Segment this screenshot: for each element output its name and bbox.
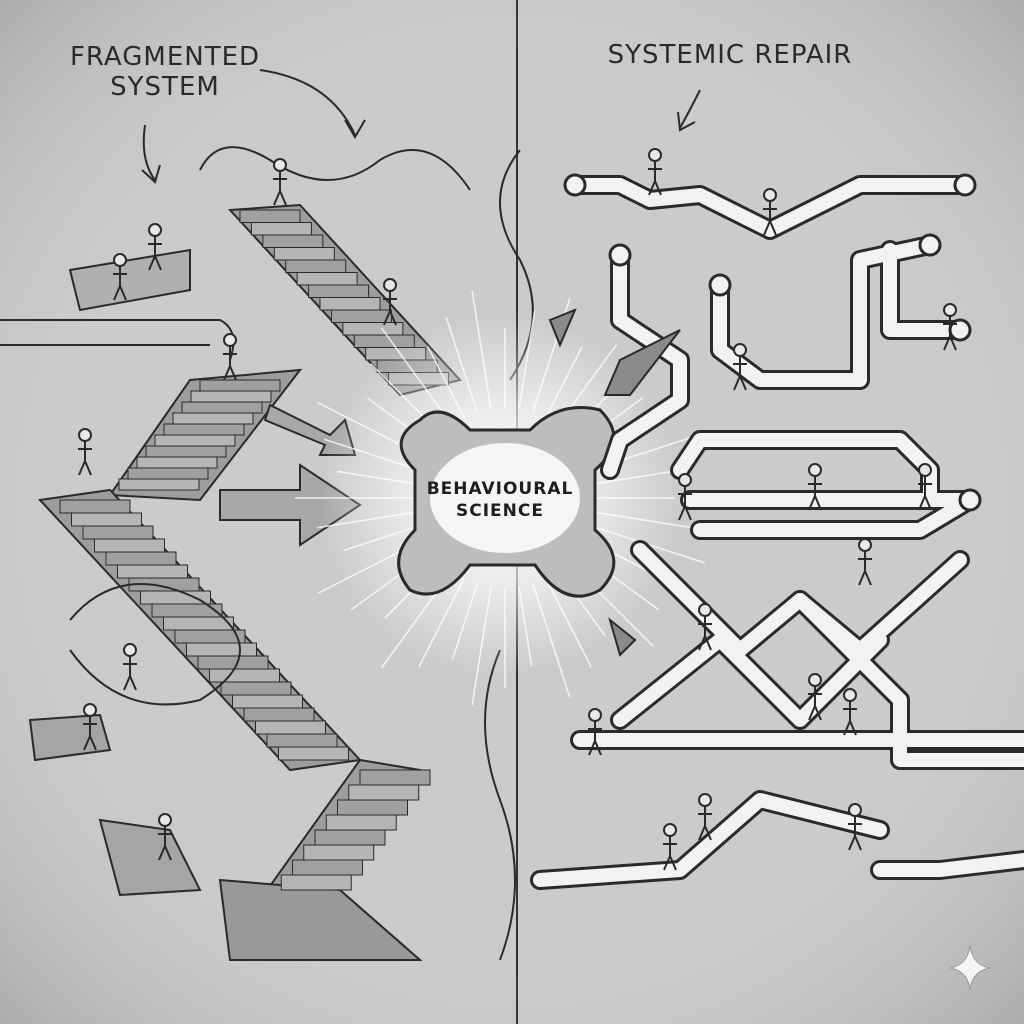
stair-step <box>118 478 200 491</box>
stair-step <box>359 769 431 786</box>
stick-figure-icon <box>383 278 397 326</box>
glow-ray <box>545 577 592 668</box>
systemic-repair-label: SYSTEMIC REPAIR <box>607 40 853 70</box>
stair-step <box>190 390 272 403</box>
stair-step <box>262 234 324 248</box>
behavioural-science-label: BEHAVIOURAL SCIENCE <box>426 479 574 521</box>
stair-step <box>319 297 381 311</box>
stair-step <box>330 309 392 323</box>
stair-steps <box>59 209 450 891</box>
stair-step <box>220 681 292 696</box>
stair-step <box>308 284 370 298</box>
stair-step <box>243 707 315 722</box>
stair-step <box>163 423 245 436</box>
stick-figure-icon <box>78 428 92 476</box>
stick-figure-icon <box>843 688 857 736</box>
stair-step <box>163 616 234 631</box>
glow-ray <box>532 583 571 698</box>
glow-ray <box>324 438 420 471</box>
stick-figure-icon <box>148 223 162 271</box>
stick-figure-icon <box>273 158 287 206</box>
stair-step <box>117 564 188 579</box>
glow-ray <box>471 290 492 410</box>
stair-step <box>348 784 420 801</box>
stair-step <box>209 668 280 683</box>
inward-arrows <box>548 308 681 657</box>
stick-figure-icon <box>663 823 677 871</box>
stick-figure-icon <box>733 343 747 391</box>
stick-figure-icon <box>808 463 822 511</box>
glow-ray <box>336 470 417 485</box>
stick-figure-icon <box>858 538 872 586</box>
stair-step <box>292 859 363 876</box>
stair-step <box>172 412 254 425</box>
stair-step <box>197 655 269 670</box>
glow-ray <box>518 310 536 410</box>
stair-step <box>59 499 131 514</box>
stair-step <box>145 445 227 458</box>
glow-ray <box>380 327 453 426</box>
stick-figure-icon <box>918 463 932 511</box>
stick-figure-icon <box>588 708 602 756</box>
stick-figure-icon <box>123 643 137 691</box>
stair-step <box>82 525 154 540</box>
glow-ray <box>593 470 674 485</box>
glow-ray <box>317 511 417 529</box>
stair-step <box>239 209 301 223</box>
stair-step <box>280 874 352 891</box>
glow-ray <box>427 346 465 419</box>
stair-step <box>105 551 177 566</box>
stick-figure-icon <box>648 148 662 196</box>
stair-step <box>140 590 211 605</box>
stair-step <box>325 814 397 831</box>
stick-figure-icon <box>763 188 777 236</box>
stair-step <box>273 247 335 261</box>
annotation-arrows <box>141 69 701 184</box>
stair-step <box>337 799 408 816</box>
stair-step <box>314 829 386 846</box>
glow-ray <box>593 511 693 529</box>
stair-step <box>250 222 312 236</box>
stair-step <box>266 733 338 748</box>
glow-ray <box>445 317 478 413</box>
stair-step <box>151 603 223 618</box>
stick-figure-icon <box>698 793 712 841</box>
stair-step <box>136 456 218 469</box>
glow-ray <box>471 586 492 706</box>
stick-figure-icon <box>698 603 712 651</box>
glow-ray <box>545 346 583 419</box>
glow-ray <box>418 577 465 668</box>
stair-step <box>71 512 142 527</box>
pipe-nodes <box>563 173 982 512</box>
fragmented-system-label: FRAGMENTED SYSTEM <box>69 42 261 102</box>
stair-step <box>303 844 375 861</box>
stick-figures <box>78 148 957 871</box>
stair-step <box>94 538 165 553</box>
stair-step <box>181 401 263 414</box>
glow-ray <box>518 586 533 667</box>
stick-figure-icon <box>223 333 237 381</box>
stick-figure-icon <box>678 473 692 521</box>
stair-step <box>342 322 404 336</box>
stair-step <box>127 467 209 480</box>
stair-step <box>199 379 281 392</box>
sparkle-icon <box>949 944 991 991</box>
stick-figure-icon <box>848 803 862 851</box>
glow-ray <box>343 525 420 552</box>
stair-step <box>232 694 303 709</box>
stair-step <box>186 642 257 657</box>
stick-figure-icon <box>113 253 127 301</box>
stick-figure-icon <box>83 703 97 751</box>
stair-step <box>285 259 347 273</box>
stair-step <box>296 272 358 286</box>
stick-figure-icon <box>943 303 957 351</box>
stair-step <box>278 746 349 761</box>
glow-ray <box>451 583 478 660</box>
stair-step <box>154 434 236 447</box>
stair-step <box>255 720 326 735</box>
stick-figure-icon <box>158 813 172 861</box>
stick-figure-icon <box>808 673 822 721</box>
